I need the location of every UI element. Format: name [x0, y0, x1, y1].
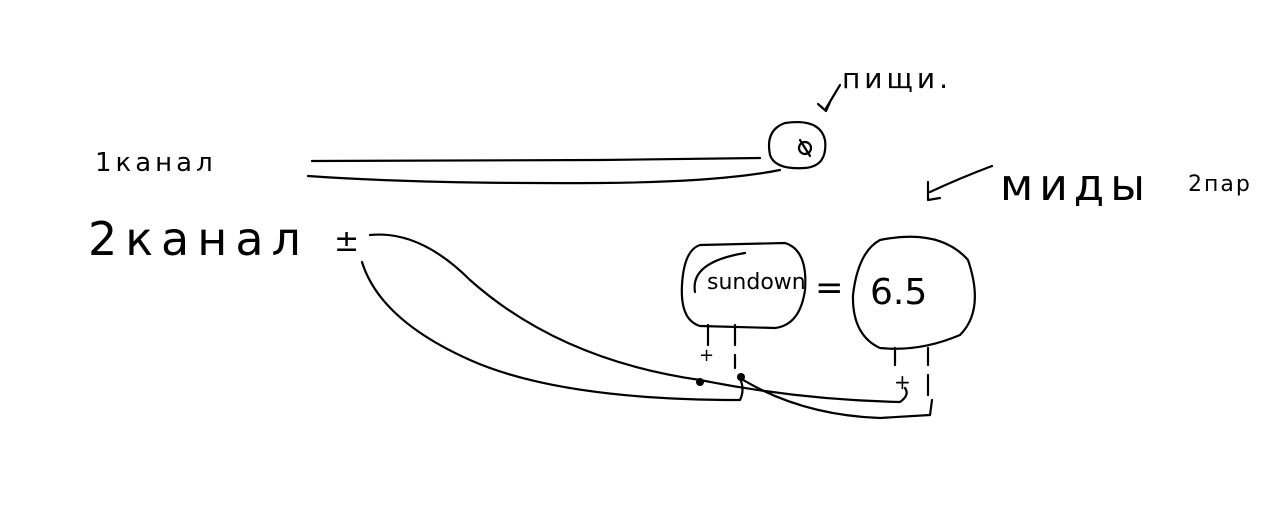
- equals-sign: =: [815, 268, 848, 308]
- channel1-wire-top: [310, 156, 762, 163]
- mids-label: миды: [1000, 160, 1151, 211]
- mids-arrow-icon: [926, 164, 994, 202]
- speaker-size-label: 6.5: [870, 272, 928, 313]
- channel1-label: 1канал: [95, 148, 217, 178]
- tweeters-label: пищи.: [842, 62, 952, 95]
- channel2-wire-minus: [360, 260, 934, 420]
- mid-speaker-6-5: [851, 235, 976, 350]
- mid-plus-terminal: +: [894, 370, 915, 394]
- tweeter-arrow-icon: [816, 83, 842, 113]
- tweeter-speaker: [767, 121, 827, 170]
- junction-dot-minus: [737, 373, 745, 381]
- channel2-polarity: ±: [334, 224, 364, 259]
- channel1-wire-bottom: [306, 168, 782, 185]
- channel2-label: 2канал: [88, 212, 309, 266]
- tweeter-center-mark: [797, 140, 813, 156]
- channel2-wire-plus: [368, 233, 908, 404]
- sundown-label: sundown: [707, 270, 806, 295]
- sundown-plus-terminal: +: [699, 345, 719, 366]
- mids-count-label: 2пар: [1188, 172, 1252, 197]
- junction-dot-plus: [696, 378, 704, 386]
- sundown-speaker: [680, 241, 807, 330]
